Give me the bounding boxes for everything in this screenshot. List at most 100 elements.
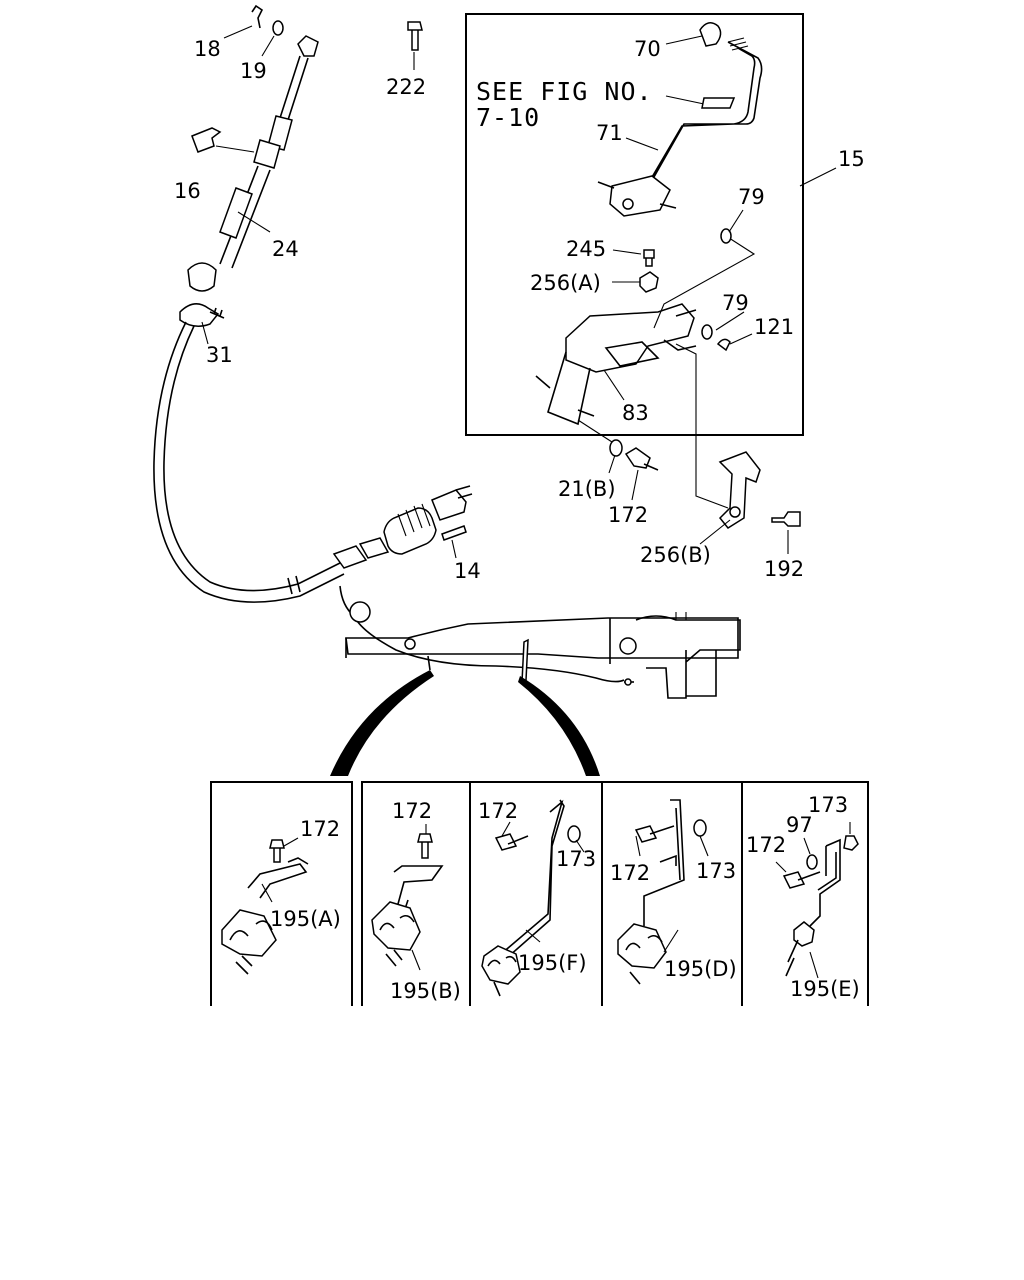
clip-18-part [251,4,264,29]
inset-panel-195e [775,822,859,979]
inset-f-callout-195f: 195(F) [518,951,587,975]
callout-15: 15 [838,147,865,171]
transmission-detail [675,612,687,620]
zoom-arc-right [518,676,600,776]
bolt-222-part [407,21,423,51]
callout-16: 16 [174,179,201,203]
callout-18: 18 [194,37,221,61]
lever-bracket-part [565,303,695,373]
alignment-line-2 [675,343,729,509]
inset-panel-195d [617,799,709,985]
nut-256a-part [639,271,659,293]
callout-70: 70 [634,37,661,61]
inset-e-callout-97: 97 [786,813,813,837]
callout-192: 192 [764,557,804,581]
see-figure-note-ref: 7-10 [476,103,540,132]
callout-24: 24 [272,237,299,261]
rail-hole-1 [404,638,416,650]
inset-d-callout-173: 173 [696,859,736,883]
cable-grommet [187,262,217,292]
inset-e-callout-173: 173 [808,793,848,817]
inset-frame-a [210,781,353,1006]
cable-ferrule [219,187,253,239]
inset-b-callout-195b: 195(B) [390,979,461,1003]
cable-routing [339,585,625,683]
callout-256a: 256(A) [530,271,601,295]
cable-pin [455,485,473,499]
shift-knob-part [699,22,722,47]
cable-socket [431,489,467,521]
bracket-leg-part [535,351,595,426]
bolt-245-part [643,249,655,267]
inset-a-callout-195a: 195(A) [270,907,341,931]
chassis-rail [345,617,739,659]
cable-clamp-31 [179,303,220,327]
callout-222: 222 [386,75,426,99]
leader-lines [603,35,837,401]
callout-79-upper: 79 [738,185,765,209]
zoom-indicator [330,670,600,776]
cable-tie-1 [427,655,431,671]
cable-break-mark [287,575,301,595]
callout-172: 172 [608,503,648,527]
washer-79-upper [720,228,732,244]
callout-121: 121 [754,315,794,339]
inset-panel-195b [371,824,444,971]
cable-thread-marks [397,503,431,537]
inset-b-callout-172: 172 [392,799,432,823]
grommet-rail [349,601,371,623]
inset-panel-195a [221,837,309,975]
cable-transmission-end [332,545,368,569]
callout-31: 31 [206,343,233,367]
bolt-172-part [624,447,659,471]
shift-lever-assembly-group: SEE FIG NO. 7-10 [465,13,804,509]
cable-sleeve [267,115,293,151]
transmission-case [609,615,741,699]
rail-hole-2 [619,637,637,655]
lower-fastener-group [577,419,801,554]
callout-79-lower: 79 [722,291,749,315]
bracket-arm-part [663,309,697,351]
bracket-256b-hole [729,506,741,518]
inset-a-callout-172: 172 [300,817,340,841]
callout-245: 245 [566,237,606,261]
cable-adjuster [358,537,390,559]
cable-tie-2 [521,638,529,684]
cable-loop [153,321,345,603]
lever-pivot-hole [622,198,634,210]
see-note-plate [701,97,736,109]
chassis-rail-group [339,585,741,699]
clip-16-part [191,127,222,153]
washer-21b-part [609,439,623,457]
clip-121-part [716,338,731,352]
assembly-frame [465,13,804,436]
inset-panel-195f [481,799,585,997]
callout-71: 71 [596,121,623,145]
cable-threaded-body [383,507,437,555]
lever-pivot-part [609,175,671,217]
bracket-256b-part [718,451,761,529]
clamp-bolt [209,307,225,319]
inset-d-callout-172: 172 [610,861,650,885]
callout-21b: 21(B) [558,477,616,501]
callout-19: 19 [240,59,267,83]
inset-frame-group [361,781,869,1006]
lever-spring-part [727,37,749,51]
lever-shaft-part [597,181,677,209]
cable-rod [279,55,309,121]
callout-14: 14 [454,559,481,583]
inset-e-callout-172: 172 [746,833,786,857]
inset-panels [210,781,869,1006]
cable-boot [253,139,281,169]
alignment-line [653,235,756,329]
shift-cable-group [153,4,473,603]
inset-d-callout-195d: 195(D) [664,957,737,981]
washer-79-lower [701,324,713,340]
see-figure-note: SEE FIG NO. [476,77,653,106]
inset-e-callout-195e: 195(E) [790,977,860,1001]
pin-14-part [441,525,467,541]
callout-83: 83 [622,401,649,425]
bracket-plate-part [604,341,660,367]
inset-f-callout-172: 172 [478,799,518,823]
